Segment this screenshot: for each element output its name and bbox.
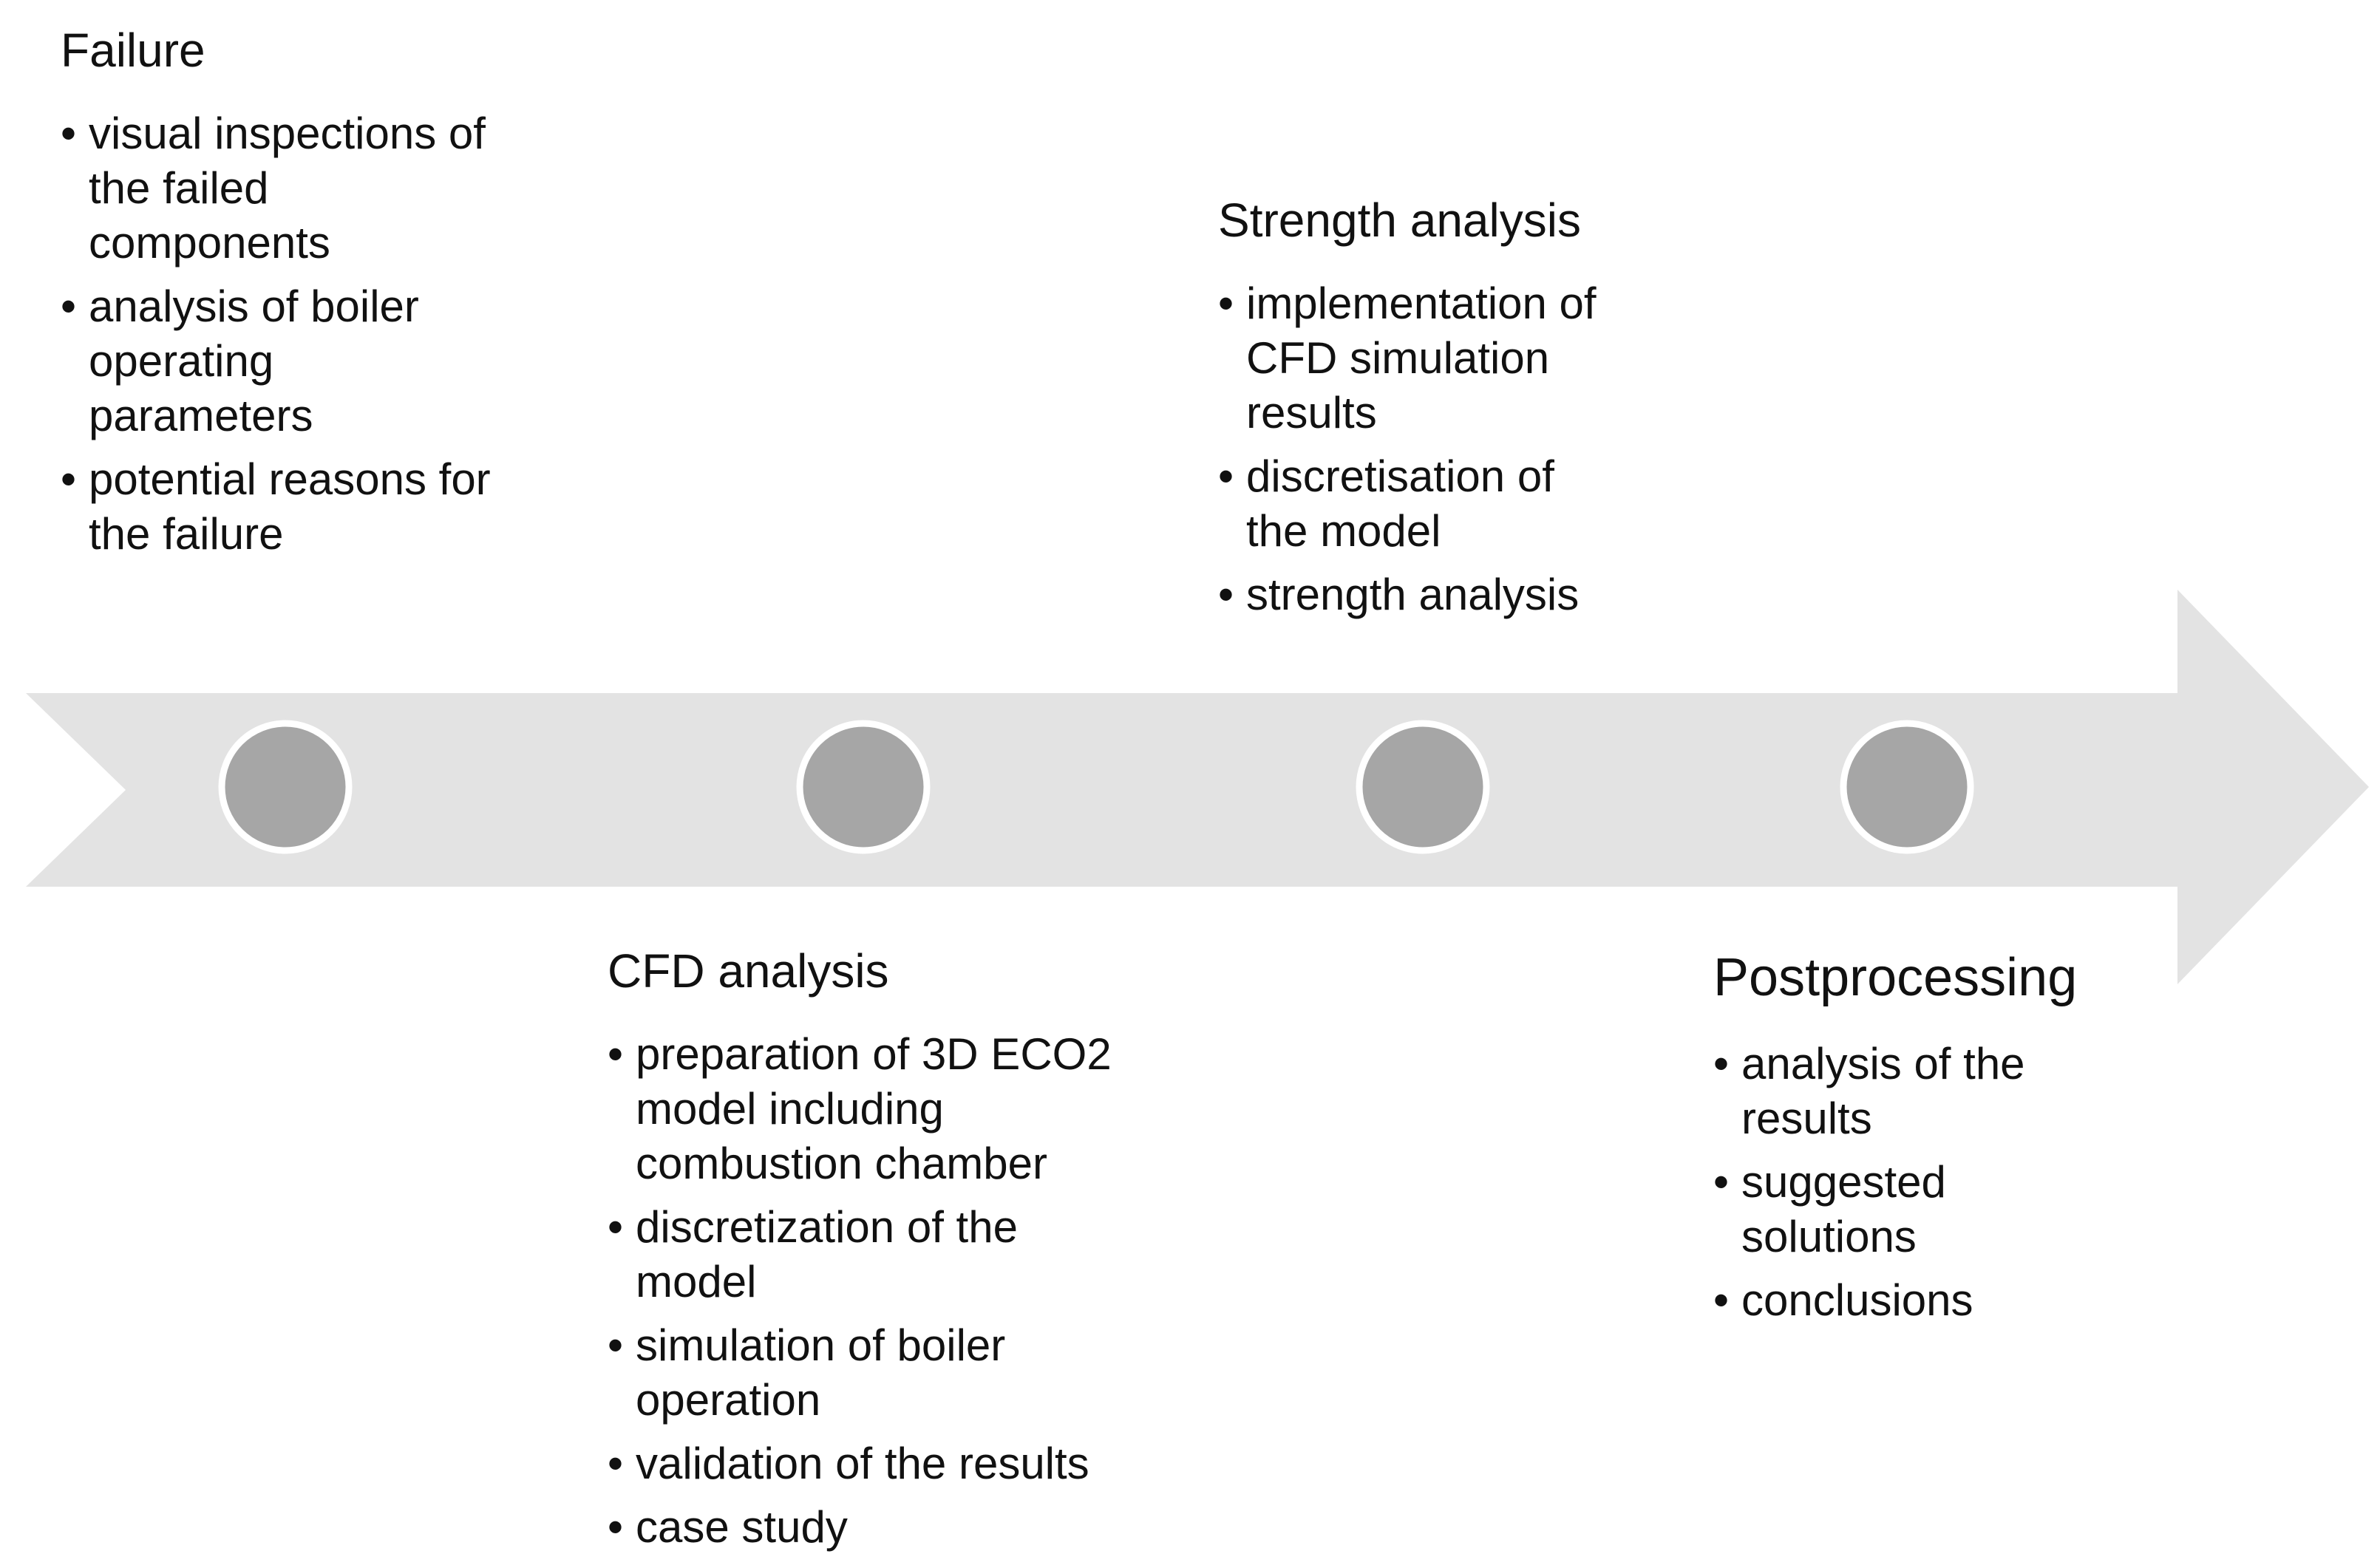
stage-item-list: preparation of 3D ECO2 model including c… — [608, 1027, 1140, 1555]
list-item: conclusions — [1713, 1273, 2172, 1328]
stage-strength-analysis: Strength analysis implementation of CFD … — [1218, 194, 1691, 622]
stage-postprocessing: Postprocessing analysis of the results s… — [1713, 947, 2172, 1328]
stage-item-list: implementation of CFD simulation results… — [1218, 276, 1691, 622]
stage-cfd-analysis: CFD analysis preparation of 3D ECO2 mode… — [608, 944, 1140, 1555]
stage-item-list: analysis of the results suggested soluti… — [1713, 1037, 2172, 1328]
stage-title: Failure — [61, 24, 205, 77]
list-item: preparation of 3D ECO2 model including c… — [608, 1027, 1140, 1191]
list-item: suggested solutions — [1713, 1155, 2172, 1264]
stage-item-list: visual inspections of the failed compone… — [61, 106, 548, 562]
timeline-node-postprocessing — [1840, 720, 1974, 854]
list-item: analysis of the results — [1713, 1037, 2172, 1146]
timeline-node-failure — [218, 720, 353, 854]
list-item: strength analysis — [1218, 567, 1691, 622]
stage-title: Postprocessing — [1713, 948, 2078, 1007]
timeline-node-strength-analysis — [1356, 720, 1490, 854]
timeline-node-cfd-analysis — [796, 720, 931, 854]
list-item: case study — [608, 1500, 1140, 1555]
list-item: validation of the results — [608, 1436, 1140, 1491]
list-item: potential reasons for the failure — [61, 452, 548, 562]
list-item: implementation of CFD simulation results — [1218, 276, 1691, 440]
list-item: visual inspections of the failed compone… — [61, 106, 548, 270]
list-item: discretization of the model — [608, 1200, 1140, 1309]
list-item: discretisation of the model — [1218, 449, 1691, 559]
stage-title: CFD analysis — [608, 944, 889, 998]
stage-failure: Failure visual inspections of the failed… — [61, 24, 548, 562]
timeline-arrow — [26, 590, 2369, 984]
stage-title: Strength analysis — [1218, 194, 1581, 247]
list-item: simulation of boiler operation — [608, 1318, 1140, 1428]
list-item: analysis of boiler operating parameters — [61, 279, 548, 443]
